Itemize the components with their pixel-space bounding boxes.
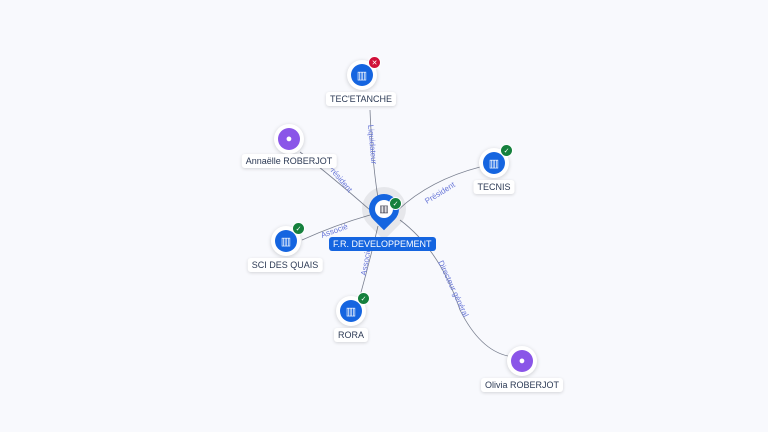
active-check-icon: ✓ [292, 222, 305, 235]
center-label[interactable]: F.R. DEVELOPPEMENT [329, 237, 436, 251]
person-icon: ● [278, 128, 300, 150]
node-annaelle[interactable]: ● [274, 124, 304, 154]
building-icon: ▥ [340, 300, 362, 322]
building-icon: ▥ [275, 230, 297, 252]
node-tecetanche[interactable]: ▥✕ [347, 56, 381, 90]
active-check-icon: ✓ [357, 292, 370, 305]
edge-label-directeur: Directeur général [436, 259, 470, 319]
edge-label-president-tecnis: Président [423, 180, 457, 206]
edge-rora [359, 225, 379, 297]
person-icon: ● [511, 350, 533, 372]
node-label[interactable]: Annaëlle ROBERJOT [241, 154, 337, 168]
building-icon: ▥ [483, 152, 505, 174]
edge-tecnis [397, 166, 481, 211]
building-icon: ▥ [351, 64, 373, 86]
node-label[interactable]: Olivia ROBERJOT [480, 378, 564, 392]
node-label[interactable]: SCI DES QUAIS [247, 258, 323, 272]
edge-sci [301, 214, 371, 241]
node-label[interactable]: TEC'ETANCHE [325, 92, 397, 106]
node-label[interactable]: TECNIS [473, 180, 515, 194]
building-icon: ▥ [375, 200, 393, 218]
node-tecnis[interactable]: ▥✓ [479, 144, 513, 178]
edge-label-liquidateur: Liquidateur [366, 124, 378, 165]
node-label[interactable]: RORA [333, 328, 369, 342]
node-rora[interactable]: ▥✓ [336, 292, 370, 326]
node-olivia[interactable]: ● [507, 346, 537, 376]
closed-x-icon: ✕ [368, 56, 381, 69]
edge-label-associe-rora: Associé [359, 247, 373, 277]
node-sci-des-quais[interactable]: ▥✓ [271, 222, 305, 256]
edge-tecetanche [369, 109, 379, 199]
active-check-icon: ✓ [500, 144, 513, 157]
active-check-icon: ✓ [389, 197, 402, 210]
